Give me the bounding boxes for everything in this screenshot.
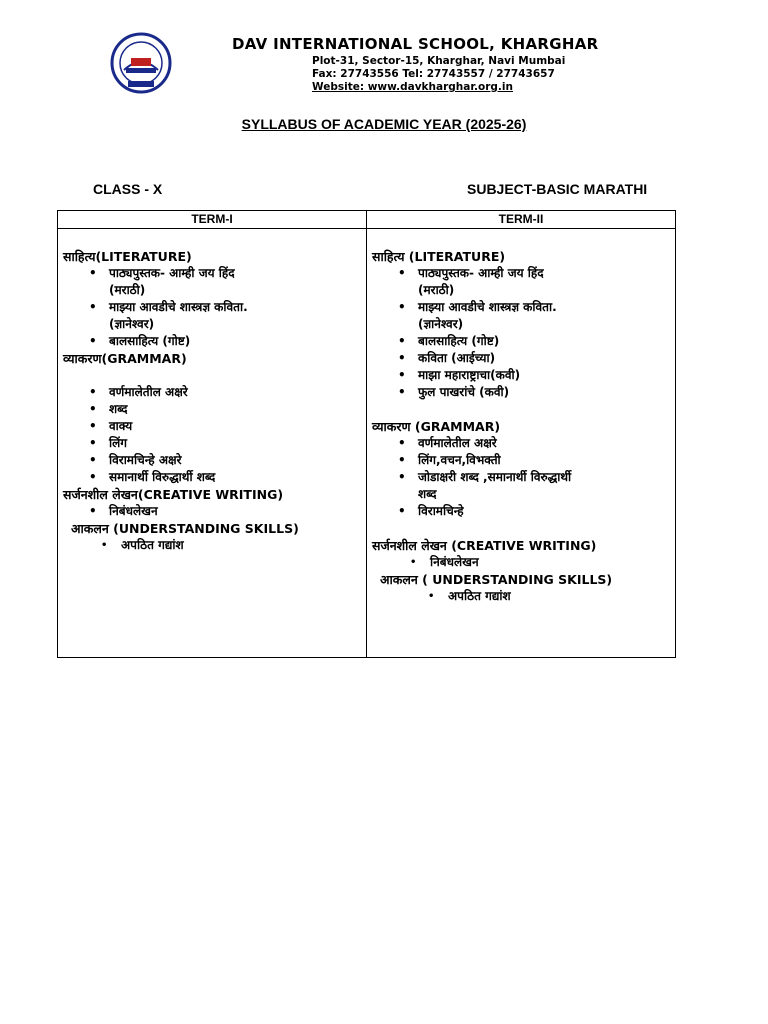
term1-grammar-list: वर्णमालेतील अक्षरे शब्द वाक्य लिंग विराम… xyxy=(63,384,366,486)
list-item: माझ्या आवडीचे शास्त्रज्ञ कविता. xyxy=(372,299,675,316)
list-item: विरामचिन्हे xyxy=(372,503,675,520)
term1-literature-list: पाठ्यपुस्तक- आम्ही जय हिंद (मराठी) माझ्य… xyxy=(63,265,366,350)
page-title: SYLLABUS OF ACADEMIC YEAR (2025-26) xyxy=(241,116,527,132)
list-item: निबंधलेखन xyxy=(63,503,366,520)
term1-understanding-heading: आकलन (UNDERSTANDING SKILLS) xyxy=(71,521,299,536)
term1-creative-writing-list: निबंधलेखन xyxy=(63,503,366,520)
school-address: Plot-31, Sector-15, Kharghar, Navi Mumba… xyxy=(312,55,566,67)
term2-understanding-list: अपठित गद्यांश xyxy=(372,588,675,605)
list-item: वाक्य xyxy=(63,418,366,435)
list-item: बालसाहित्य (गोष्ट) xyxy=(63,333,366,350)
term2-literature-list: पाठ्यपुस्तक- आम्ही जय हिंद (मराठी) माझ्य… xyxy=(372,265,675,401)
list-item: वर्णमालेतील अक्षरे xyxy=(63,384,366,401)
list-item-cont: शब्द xyxy=(418,487,437,501)
list-item: बालसाहित्य (गोष्ट) xyxy=(372,333,675,350)
school-contact: Fax: 27743556 Tel: 27743557 / 27743657 xyxy=(312,68,555,80)
term2-creative-writing-list: निबंधलेखन xyxy=(372,554,675,571)
term1-grammar-heading: व्याकरण(GRAMMAR) xyxy=(63,351,187,366)
list-item: माझा महाराष्ट्राचा(कवी) xyxy=(372,367,675,384)
term2-understanding-heading: आकलन ( UNDERSTANDING SKILLS) xyxy=(380,572,613,587)
term2-grammar-heading: व्याकरण (GRAMMAR) xyxy=(372,419,501,434)
table-header-row: TERM-I TERM-II xyxy=(57,210,676,229)
list-item: जोडाक्षरी शब्द ,समानार्थी विरुद्धार्थी xyxy=(372,469,675,486)
list-item: समानार्थी विरुद्धार्थी शब्द xyxy=(63,469,366,486)
term2-creative-writing-heading: सर्जनशील लेखन (CREATIVE WRITING) xyxy=(372,538,597,553)
term1-understanding-list: अपठित गद्यांश xyxy=(63,537,366,554)
term2-grammar-list: वर्णमालेतील अक्षरे लिंग,वचन,विभक्ती जोडा… xyxy=(372,435,675,520)
school-website: Website: www.davkharghar.org.in xyxy=(312,81,513,93)
list-item: कविता (आईच्या) xyxy=(372,350,675,367)
list-item: फुल पाखरांचे (कवी) xyxy=(372,384,675,401)
table-row: साहित्य(LITERATURE) पाठ्यपुस्तक- आम्ही ज… xyxy=(57,228,676,658)
list-item: माझ्या आवडीचे शास्त्रज्ञ कविता. xyxy=(63,299,366,316)
term1-literature-heading: साहित्य(LITERATURE) xyxy=(63,249,192,264)
subject-label: SUBJECT-BASIC MARATHI xyxy=(467,181,648,197)
term1-creative-writing-heading: सर्जनशील लेखन(CREATIVE WRITING) xyxy=(63,487,284,502)
term1-cell: साहित्य(LITERATURE) पाठ्यपुस्तक- आम्ही ज… xyxy=(57,228,367,658)
list-item: लिंग,वचन,विभक्ती xyxy=(372,452,675,469)
term2-cell: साहित्य (LITERATURE) पाठ्यपुस्तक- आम्ही … xyxy=(366,228,676,658)
list-item: शब्द xyxy=(63,401,366,418)
syllabus-table: TERM-I TERM-II साहित्य(LITERATURE) पाठ्य… xyxy=(57,210,676,658)
list-item: पाठ्यपुस्तक- आम्ही जय हिंद xyxy=(372,265,675,282)
class-label: CLASS - X xyxy=(93,181,163,197)
list-item-cont: (ज्ञानेश्वर) xyxy=(418,317,464,331)
term1-header: TERM-I xyxy=(57,210,367,229)
list-item: अपठित गद्यांश xyxy=(372,588,675,605)
list-item: पाठ्यपुस्तक- आम्ही जय हिंद xyxy=(63,265,366,282)
list-item: विरामचिन्हे अक्षरे xyxy=(63,452,366,469)
list-item: लिंग xyxy=(63,435,366,452)
term2-header: TERM-II xyxy=(366,210,676,229)
list-item-cont: (ज्ञानेश्वर) xyxy=(109,317,155,331)
list-item: अपठित गद्यांश xyxy=(63,537,366,554)
list-item-cont: (मराठी) xyxy=(109,283,146,297)
term2-literature-heading: साहित्य (LITERATURE) xyxy=(372,249,506,264)
list-item: वर्णमालेतील अक्षरे xyxy=(372,435,675,452)
school-name: DAV INTERNATIONAL SCHOOL, KHARGHAR xyxy=(232,35,599,53)
school-logo xyxy=(110,32,172,94)
list-item: निबंधलेखन xyxy=(372,554,675,571)
list-item-cont: (मराठी) xyxy=(418,283,455,297)
